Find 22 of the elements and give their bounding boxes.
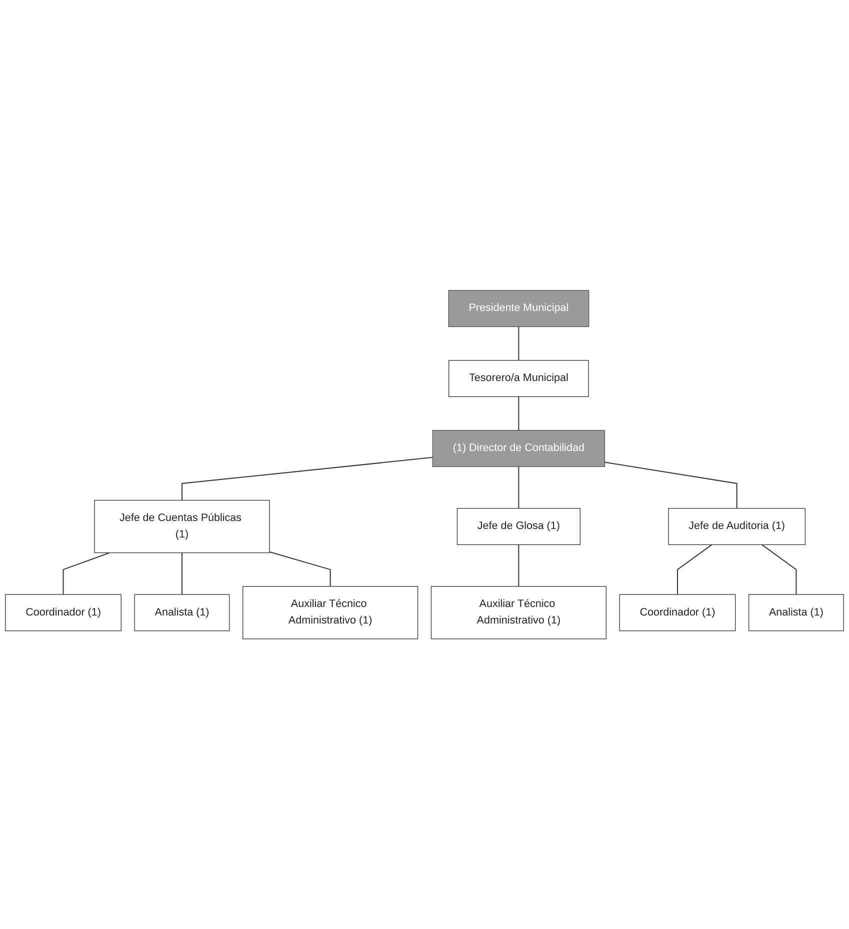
connector: [518, 396, 520, 430]
connector: [518, 544, 520, 586]
node-box: Auxiliar Técnico Administrativo (1): [242, 586, 418, 640]
node-box: Analista (1): [134, 594, 230, 631]
node-box: Jefe de Glosa (1): [456, 508, 580, 545]
node-box: (1) Director de Contabilidad: [432, 430, 606, 467]
node-box: Jefe de Cuentas Públicas (1): [94, 500, 270, 553]
node-box: Analista (1): [748, 594, 844, 631]
connector: [604, 462, 738, 508]
connector: [676, 544, 712, 594]
connector: [269, 551, 331, 586]
node-box: Coordinador (1): [5, 594, 122, 631]
connector: [182, 456, 433, 500]
node-box: Tesorero/a Municipal: [448, 360, 589, 397]
connector: [62, 552, 110, 594]
node-box: Coordinador (1): [619, 594, 736, 631]
node-box: Presidente Municipal: [448, 290, 590, 327]
connector: [518, 326, 520, 360]
connector: [518, 466, 520, 508]
connector: [762, 544, 797, 594]
node-box: Jefe de Auditoria (1): [668, 508, 806, 545]
node-box: Auxiliar Técnico Administrativo (1): [430, 586, 606, 640]
